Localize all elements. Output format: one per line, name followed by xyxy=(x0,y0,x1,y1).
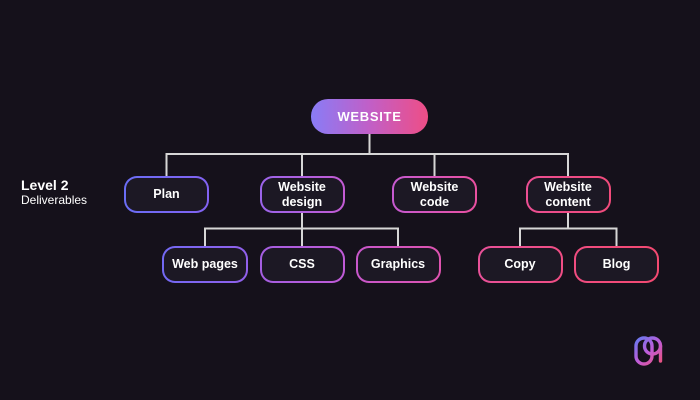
node-web-pages-label: Web pages xyxy=(164,248,246,281)
node-copy: Copy xyxy=(477,246,563,283)
node-css: CSS xyxy=(259,246,345,283)
logo-capsule-shape xyxy=(634,336,654,366)
node-website-code: Website code xyxy=(392,176,477,213)
node-graphics-label: Graphics xyxy=(357,248,439,281)
node-website-content: Website content xyxy=(525,176,611,213)
level-title: Level 2 xyxy=(21,177,69,193)
node-blog-label: Blog xyxy=(576,248,657,281)
brand-logo xyxy=(634,336,663,366)
node-web-pages: Web pages xyxy=(162,246,248,283)
node-css-label: CSS xyxy=(261,248,343,281)
node-blog: Blog xyxy=(574,246,659,283)
node-graphics: Graphics xyxy=(355,246,441,283)
node-copy-label: Copy xyxy=(479,248,561,281)
node-website-root-label: WEBSITE xyxy=(337,108,402,124)
node-website-design: Website design xyxy=(259,176,345,213)
level-annotation: Level 2 Deliverables xyxy=(21,177,87,208)
node-plan-label: Plan xyxy=(126,178,207,211)
node-plan: Plan xyxy=(124,176,209,213)
node-website-design-label: Website design xyxy=(261,178,343,211)
node-website-root: WEBSITE xyxy=(311,99,428,134)
level-subtitle: Deliverables xyxy=(21,193,88,207)
node-website-content-label: Website content xyxy=(527,178,609,211)
node-website-code-label: Website code xyxy=(394,178,475,211)
